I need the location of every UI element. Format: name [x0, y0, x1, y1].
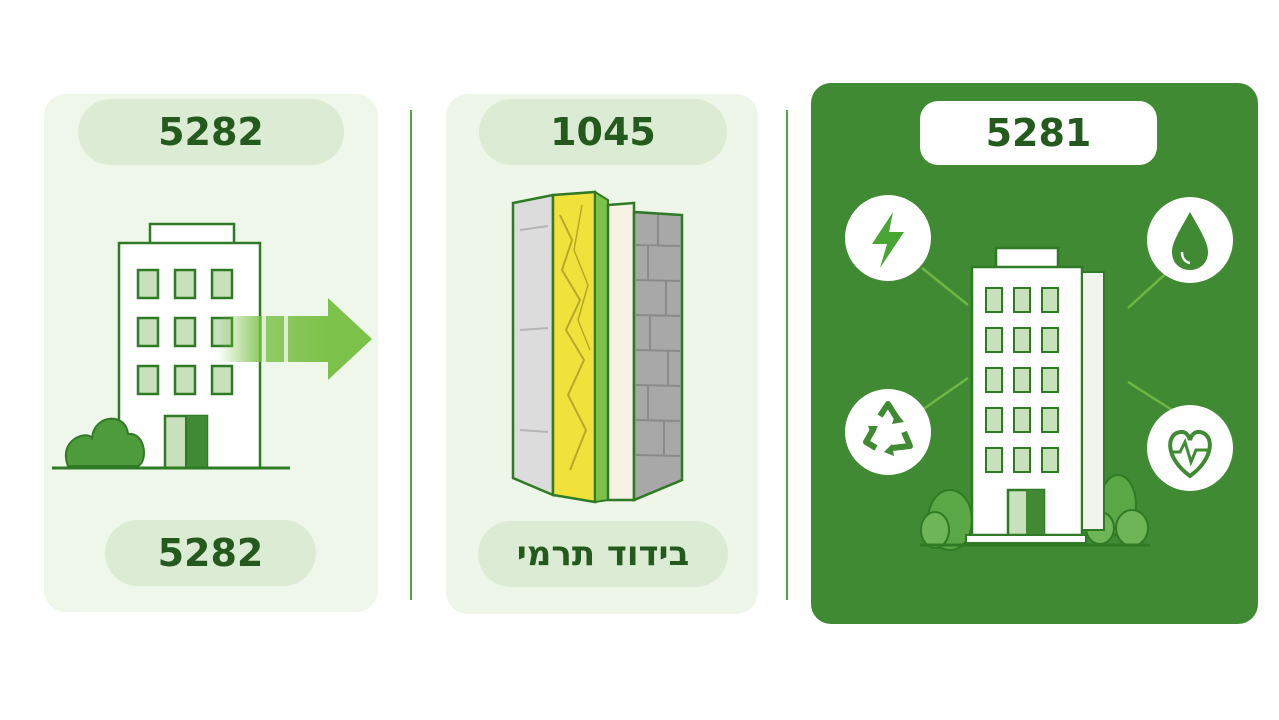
panel1-bottom-label: 5282	[105, 520, 316, 586]
green-building-icon	[970, 246, 1105, 537]
panel1-top-label: 5282	[78, 99, 344, 165]
water-drop-icon	[1147, 197, 1233, 283]
building-steps	[965, 534, 1087, 544]
arrow-right-icon	[218, 298, 372, 380]
divider-left	[410, 110, 412, 600]
recycle-icon	[845, 389, 931, 475]
lightning-icon	[845, 195, 931, 281]
divider-right	[786, 110, 788, 600]
panel2-bottom-label: בידוד תרמי	[478, 521, 728, 587]
panel2-top-label: 1045	[479, 99, 727, 165]
panel3-top-label: 5281	[920, 101, 1157, 165]
bush-icon	[64, 417, 145, 467]
connector-lines	[921, 267, 1173, 412]
bush-icon	[920, 474, 1149, 551]
wall-layers-icon	[511, 190, 684, 504]
heart-pulse-icon	[1147, 405, 1233, 491]
building-icon	[117, 222, 262, 470]
